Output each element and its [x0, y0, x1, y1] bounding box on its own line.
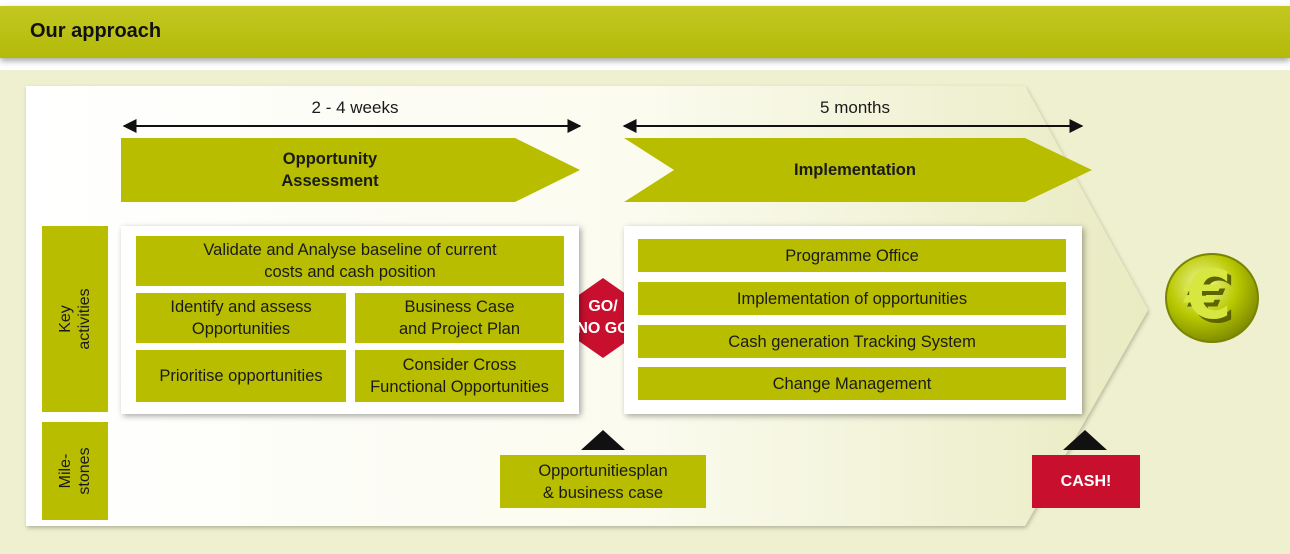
phase-chevron-assessment	[121, 138, 580, 202]
duration-label-implementation: 5 months	[820, 98, 890, 117]
svg-text:€: €	[1182, 256, 1231, 335]
euro-icon: € €	[1165, 253, 1259, 343]
activity-consider: Consider Cross Functional Opportunities	[355, 350, 564, 402]
row-label-key-activities-text: Key activities	[57, 288, 93, 350]
go-no-go-label: GO/ NO GO	[576, 298, 630, 337]
activity-identify: Identify and assess Opportunities	[136, 293, 346, 343]
activity-business-case: Business Case and Project Plan	[355, 293, 564, 343]
activity-programme-office: Programme Office	[638, 239, 1066, 272]
row-label-milestones-text: Mile- stones	[57, 447, 93, 495]
activity-cash-tracking: Cash generation Tracking System	[638, 325, 1066, 358]
page-title: Our approach	[30, 20, 162, 42]
phase-label-assessment: Opportunity Assessment	[281, 150, 379, 190]
milestone-opportunities-plan: Opportunitiesplan & business case	[500, 455, 706, 508]
milestone-triangle-plan	[581, 430, 625, 450]
activity-change-management: Change Management	[638, 367, 1066, 400]
milestone-cash: CASH!	[1032, 455, 1140, 508]
activity-implementation-of-opportunities: Implementation of opportunities	[638, 282, 1066, 315]
phase-label-implementation: Implementation	[794, 161, 916, 179]
header-bar: Our approach	[0, 6, 1290, 58]
svg-text:€: €	[1186, 260, 1235, 339]
activity-validate: Validate and Analyse baseline of current…	[136, 236, 564, 286]
phase-chevron-implementation	[624, 138, 1092, 202]
activity-prioritise: Prioritise opportunities	[136, 350, 346, 402]
row-label-milestones: Mile- stones	[42, 422, 108, 520]
row-label-key-activities: Key activities	[42, 226, 108, 412]
milestone-triangle-cash	[1063, 430, 1107, 450]
duration-label-assessment: 2 - 4 weeks	[311, 98, 399, 117]
